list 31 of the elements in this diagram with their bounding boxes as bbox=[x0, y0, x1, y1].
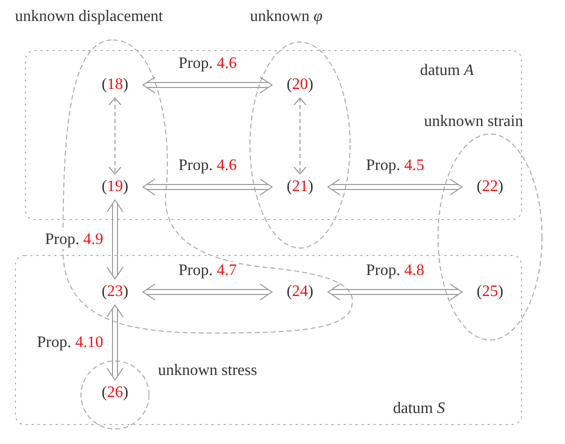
double-line-arrow bbox=[328, 178, 462, 196]
equation-number: (20) bbox=[286, 76, 314, 94]
equation-number: (22) bbox=[476, 178, 504, 196]
dashed-double-headed-arrow bbox=[294, 98, 306, 174]
equation-number: (19) bbox=[102, 178, 128, 196]
edge-label: Prop. 4.10 bbox=[35, 334, 106, 352]
region-label: unknown φ bbox=[250, 8, 322, 26]
edge-label: Prop. 4.6 bbox=[176, 55, 239, 73]
double-line-arrow bbox=[142, 178, 272, 196]
edge-label: Prop. 4.5 bbox=[364, 157, 426, 175]
equation-number: (25) bbox=[476, 283, 504, 301]
edge-label: Prop. 4.7 bbox=[176, 262, 239, 280]
equation-number: (24) bbox=[286, 283, 314, 301]
dashed-double-headed-arrow bbox=[108, 98, 122, 174]
region-label: unknown displacement bbox=[15, 8, 163, 26]
region-label: datum S bbox=[393, 400, 445, 418]
equation-number: (21) bbox=[286, 178, 314, 196]
equation-number: (18) bbox=[102, 76, 128, 94]
region-label: datum A bbox=[420, 62, 474, 80]
equation-number: (23) bbox=[102, 283, 128, 301]
edge-label: Prop. 4.6 bbox=[176, 157, 239, 175]
region-label: unknown strain bbox=[424, 113, 524, 131]
equation-number: (26) bbox=[102, 384, 128, 402]
edge-label: Prop. 4.9 bbox=[43, 230, 106, 248]
double-line-arrow bbox=[106, 304, 124, 380]
double-line-arrow bbox=[106, 200, 124, 280]
double-line-arrow bbox=[142, 76, 272, 94]
double-line-arrow bbox=[142, 284, 272, 300]
edge-label: Prop. 4.8 bbox=[364, 262, 426, 280]
region-label: unknown stress bbox=[158, 362, 258, 380]
double-line-arrow bbox=[328, 284, 462, 300]
